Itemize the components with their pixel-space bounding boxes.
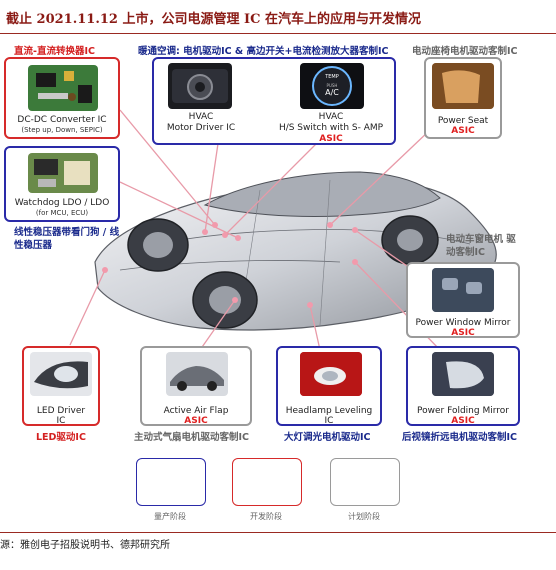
category-airflap: 主动式气扇电机驱动客制IC: [134, 432, 250, 443]
hvac-motor-label-1: HVAC: [188, 112, 214, 122]
active-air-flap-label: Active Air Flap: [163, 406, 229, 416]
headlamp-label-2: IC: [324, 416, 334, 426]
page-title: 截止 2021.11.12 上市，公司电源管理 IC 在汽车上的应用与开发情况: [6, 12, 421, 27]
power-window-asic: ASIC: [451, 328, 475, 338]
headlight-icon: [30, 352, 92, 396]
red-car-headlamp-icon: [300, 352, 362, 396]
footer-divider: [0, 532, 556, 533]
led-driver-card: LED Driver IC: [22, 346, 100, 426]
knob-push-text: PUSH: [327, 83, 338, 88]
category-led: LED驱动IC: [36, 432, 86, 443]
side-mirror-icon: [432, 352, 494, 396]
active-air-flap-asic: ASIC: [184, 416, 208, 426]
legend-production-label: 量产阶段: [154, 512, 186, 521]
knob-temp-text: TEMP: [324, 74, 339, 80]
power-seat-label: Power Seat: [437, 116, 489, 126]
dcdc-converter-card: DC-DC Converter IC (Step up, Down, SEPIC…: [4, 57, 120, 139]
pcb-module-icon: [28, 153, 98, 193]
led-driver-labels: LED Driver IC: [24, 406, 98, 426]
hvac-switch-asic: ASIC: [319, 134, 343, 144]
title-divider: [0, 33, 556, 34]
power-window-label: Power Window Mirror: [415, 318, 511, 328]
legend-planned-box: [330, 458, 400, 506]
hvac-motor-labels: HVAC Motor Driver IC: [154, 112, 248, 134]
category-headlamp: 大灯调光电机驱动IC: [284, 432, 371, 443]
hvac-motor-label-2: Motor Driver IC: [166, 123, 236, 133]
headlamp-leveling-card: Headlamp Leveling IC: [276, 346, 382, 426]
headlamp-label-1: Headlamp Leveling: [285, 406, 373, 416]
car-seat-icon: [432, 63, 494, 109]
watchdog-ldo-card: Watchdog LDO / LDO (for MCU, ECU): [4, 146, 120, 222]
watchdog-label: Watchdog LDO / LDO: [14, 198, 110, 208]
hvac-knob-icon: [168, 63, 232, 109]
legend-planned-label: 计划阶段: [348, 512, 380, 521]
connector-dots: [102, 222, 358, 308]
led-driver-label-1: LED Driver: [36, 406, 86, 416]
legend-development-box: [232, 458, 302, 506]
car-diagram: [69, 109, 497, 351]
knob-ac-text: A/C: [325, 88, 339, 97]
category-mirror: 后视镜折远电机驱动客制IC: [402, 432, 518, 443]
power-seat-asic: ASIC: [451, 126, 475, 136]
power-folding-mirror-asic: ASIC: [451, 416, 475, 426]
window-switch-icon: [432, 268, 494, 312]
dcdc-label: DC-DC Converter IC: [17, 115, 107, 125]
led-driver-label-2: IC: [56, 416, 66, 426]
source-note: 源：雅创电子招股说明书、德邦研究所: [0, 540, 170, 551]
power-folding-mirror-card: Power Folding Mirror ASIC: [406, 346, 520, 426]
hvac-switch-label-2: H/S Switch with S- AMP: [278, 123, 384, 133]
headlamp-labels: Headlamp Leveling IC: [278, 406, 380, 426]
power-folding-mirror-label: Power Folding Mirror: [417, 406, 509, 416]
category-hvac: 暖通空调: 电机驱动IC & 高边开关+电流检测放大器客制IC: [138, 46, 389, 57]
connector-lines: [69, 109, 441, 351]
watchdog-sublabel: (for MCU, ECU): [35, 209, 89, 217]
hvac-switch-label-1: HVAC: [318, 112, 344, 122]
legend-production-box: [136, 458, 206, 506]
circuit-board-icon: [28, 65, 98, 111]
power-seat-card: Power Seat ASIC: [424, 57, 502, 139]
category-window: 电动车窗电机 驱动客制IC: [446, 234, 516, 258]
active-air-flap-card: Active Air Flap ASIC: [140, 346, 252, 426]
power-window-card: Power Window Mirror ASIC: [406, 262, 520, 338]
legend-development-label: 开发阶段: [250, 512, 282, 521]
dcdc-sublabel: (Step up, Down, SEPIC): [21, 126, 103, 134]
car-wheels: [127, 215, 439, 329]
sedan-icon: [166, 352, 228, 396]
category-dcdc: 直流-直流转换器IC: [14, 46, 95, 57]
category-seat: 电动座椅电机驱动客制IC: [412, 46, 518, 57]
category-linear: 线性稳压器带看门狗 / 线性稳压器: [14, 227, 120, 251]
hvac-switch-labels: HVAC H/S Switch with S- AMP ASIC: [264, 112, 398, 145]
